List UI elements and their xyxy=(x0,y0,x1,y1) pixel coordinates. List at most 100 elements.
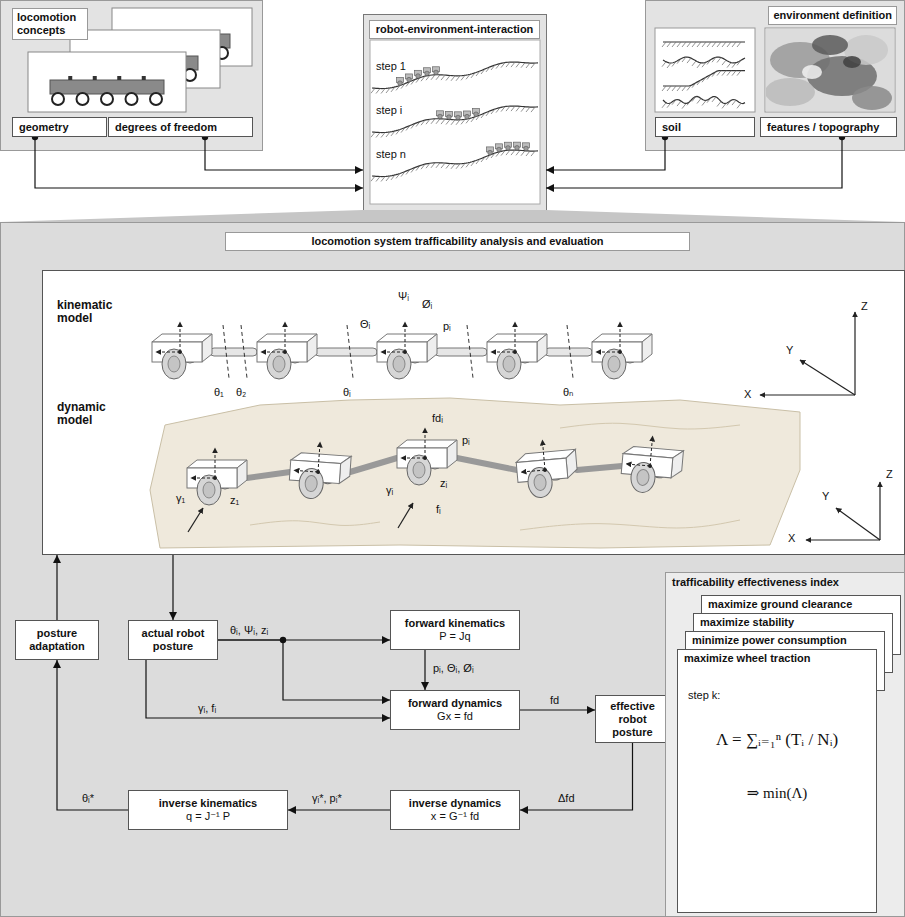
node-title: locomotion system trafficability analysi… xyxy=(225,232,690,251)
flow-arrow xyxy=(146,660,390,718)
mini-wheel xyxy=(456,115,461,120)
process-box: inverse kinematicsq = J⁻¹ P xyxy=(128,790,288,830)
frame-axis xyxy=(381,352,405,353)
node-text: q = J⁻¹ P xyxy=(186,810,230,823)
frame-axis xyxy=(318,442,320,472)
mini-wheel xyxy=(434,70,439,75)
frame-origin xyxy=(618,350,622,354)
front-wheel xyxy=(298,468,324,500)
symbol-label: γ₁ xyxy=(176,492,185,505)
module-side xyxy=(447,440,457,468)
frame-axis xyxy=(521,470,545,472)
analysis-panel xyxy=(1,223,905,917)
mini-wheel xyxy=(515,146,520,151)
front-wheel xyxy=(497,349,521,379)
wheel-hub xyxy=(305,475,318,492)
soil-samples xyxy=(655,28,755,112)
robot-module xyxy=(514,437,579,499)
frame-origin xyxy=(403,350,407,354)
environment-panel: environment definitionsoilfeatures / top… xyxy=(645,0,905,150)
front-wheel xyxy=(387,349,411,379)
frame-origin xyxy=(316,470,320,474)
module-link xyxy=(435,348,487,356)
interaction-panel xyxy=(364,15,547,211)
contact-force xyxy=(398,503,413,528)
frame-axis xyxy=(491,352,515,353)
node-title: environment definition xyxy=(768,6,897,25)
frame-axis xyxy=(620,322,621,352)
node-title: minimize power consumption xyxy=(692,634,847,647)
step-label: step 1 xyxy=(376,60,406,73)
flow-arrow xyxy=(218,640,390,700)
node-text: step k: xyxy=(688,689,720,702)
module-side xyxy=(339,456,351,485)
label-box: degrees of freedom xyxy=(108,117,253,137)
terrain-contour xyxy=(250,521,380,526)
terrain-hatching xyxy=(662,71,741,91)
node-title: forward kinematics xyxy=(405,617,505,630)
module-side xyxy=(427,334,437,362)
process-box: posture adaptation xyxy=(15,620,99,660)
signal-label: γᵢ*, pᵢ* xyxy=(310,792,344,805)
signal-label: θᵢ* xyxy=(80,792,96,805)
flow-arrow xyxy=(57,660,128,810)
node-title: maximize wheel traction xyxy=(684,652,811,665)
interaction-canvas xyxy=(370,40,540,204)
robot-module xyxy=(152,322,212,379)
process-box: inverse dynamicsx = G⁻¹ fd xyxy=(390,790,520,830)
wheel-hub xyxy=(533,474,546,491)
robot-module xyxy=(288,440,352,501)
mini-wheel xyxy=(506,146,511,151)
robot-wheel xyxy=(150,93,162,105)
soil-profiles xyxy=(662,42,745,109)
node-title: inverse kinematics xyxy=(159,797,257,810)
label-box: soil xyxy=(655,117,755,137)
contact-force xyxy=(188,508,203,532)
symbol-label: pᵢ xyxy=(462,434,470,447)
wheel-hub xyxy=(203,482,215,498)
node-title: trafficability effectiveness index xyxy=(672,576,839,589)
node-text: P = Jq xyxy=(439,630,470,643)
axis-label: X xyxy=(744,388,751,401)
signal-label: Δfd xyxy=(556,792,577,805)
frame-axis xyxy=(285,322,286,352)
module-link xyxy=(577,466,622,470)
symbol-label: zᵢ xyxy=(440,477,447,490)
mini-wheel xyxy=(474,112,479,117)
robot-module xyxy=(377,322,437,379)
module-side xyxy=(671,450,683,479)
axis-label: Y xyxy=(786,344,793,357)
kinematic-chain xyxy=(152,312,855,395)
topography-map xyxy=(766,29,894,111)
symbol-label: θₙ xyxy=(563,386,574,399)
frame-axis xyxy=(542,440,545,470)
robot-wheel xyxy=(52,93,64,105)
label-box: geometry xyxy=(12,117,107,137)
module-link xyxy=(457,458,517,470)
module-link xyxy=(350,458,397,472)
node-title: kinematic model xyxy=(57,299,129,325)
robot-module xyxy=(487,322,547,379)
symbol-label: γᵢ xyxy=(386,484,393,497)
index-panel: trafficability effectiveness index maximi… xyxy=(665,572,905,917)
card-frame xyxy=(28,52,186,112)
environment-panel xyxy=(646,1,905,151)
frame-axis xyxy=(596,352,620,353)
mini-wheel xyxy=(398,81,403,86)
mini-wheel xyxy=(416,74,421,79)
symbol-label: Ψᵢ xyxy=(398,290,409,303)
robot-wheel xyxy=(77,93,89,105)
frame-axis xyxy=(401,458,425,459)
frame-origin xyxy=(283,350,287,354)
mini-wheel xyxy=(465,114,470,119)
terrain-contour xyxy=(560,423,740,429)
flow-arrow xyxy=(35,137,363,188)
zoom-shading xyxy=(0,210,905,222)
flow-arrow xyxy=(520,743,633,810)
coordinate-axis xyxy=(879,482,880,540)
wheel-hub xyxy=(413,462,425,478)
frame-axis xyxy=(261,352,285,353)
topography-relief xyxy=(843,56,861,68)
topography-relief xyxy=(812,35,848,55)
